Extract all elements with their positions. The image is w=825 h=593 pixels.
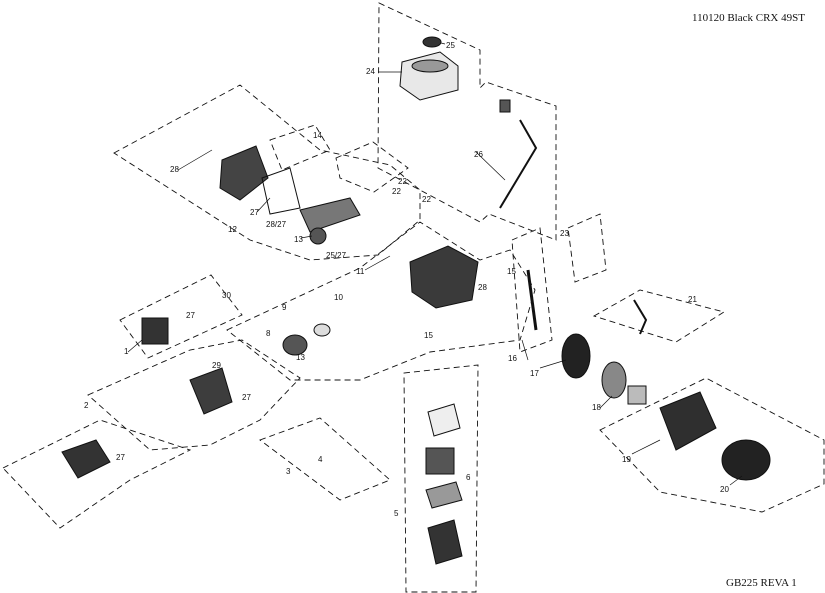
part-label-24: 24 — [366, 67, 375, 76]
group-fuel-tank-outline — [377, 2, 557, 241]
part-label-18: 18 — [592, 403, 601, 412]
part-label-28-27: 28/27 — [266, 220, 287, 229]
group-23-outline — [567, 213, 607, 283]
air-filter-base-icon — [425, 481, 463, 509]
part-label-9: 9 — [282, 303, 287, 312]
muffler-icon — [61, 439, 111, 479]
group-engine-block-outline — [226, 221, 536, 381]
doc-code: GB225 REVA 1 — [726, 577, 797, 589]
part-label-6: 6 — [466, 473, 471, 482]
air-filter-element-icon — [425, 447, 455, 475]
part-label-21: 21 — [688, 295, 697, 304]
fan-icon — [601, 361, 627, 399]
part-label-27: 27 — [186, 311, 195, 320]
fuel-valve-icon — [499, 99, 511, 113]
carburetor-icon — [189, 367, 233, 415]
governor-arm-icon — [526, 269, 538, 331]
gasket-icon — [261, 167, 301, 215]
model-title: 110120 Black CRX 49ST — [692, 12, 805, 24]
group-carburetor-outline — [87, 339, 301, 451]
fuel-pipe-icon — [499, 119, 538, 209]
throttle-lever-icon — [633, 299, 648, 335]
part-label-11: 11 — [356, 267, 365, 276]
part-label-15: 15 — [424, 331, 433, 340]
piston-pin-icon — [313, 323, 331, 337]
group-throttle-outline — [335, 141, 409, 193]
part-label-14: 14 — [313, 131, 322, 140]
group-3-4-outline — [259, 417, 391, 501]
group-governor-outline — [511, 227, 553, 353]
crankcase-cover-icon — [219, 145, 269, 201]
crankshaft-icon — [299, 197, 361, 233]
group-airfilter-outline — [403, 364, 479, 593]
part-label-30: 30 — [222, 291, 231, 300]
group-muffler-outline — [2, 419, 192, 529]
air-filter-cover-icon — [427, 403, 461, 437]
part-label-10: 10 — [334, 293, 343, 302]
part-label-28: 28 — [478, 283, 487, 292]
part-label-22: 22 — [422, 195, 431, 204]
group-14-outline — [269, 124, 331, 171]
part-label-25-27: 25/27 — [326, 251, 347, 260]
ring-gear-icon — [282, 334, 308, 356]
part-label-5: 5 — [394, 509, 399, 518]
part-label-27: 27 — [250, 208, 259, 217]
part-label-8: 8 — [266, 329, 271, 338]
part-label-3: 3 — [286, 467, 291, 476]
part-label-22: 22 — [398, 177, 407, 186]
part-label-25: 25 — [446, 41, 455, 50]
fuel-tank-icon — [399, 51, 459, 101]
group-crankcase-cover-outline — [113, 84, 421, 261]
part-label-20: 20 — [720, 485, 729, 494]
gear-icon — [309, 227, 327, 245]
starter-cup-icon — [627, 385, 647, 405]
part-label-27: 27 — [242, 393, 251, 402]
air-filter-bracket-icon — [427, 519, 463, 565]
part-label-13: 13 — [296, 353, 305, 362]
fan-housing-icon — [659, 391, 717, 451]
part-label-29: 29 — [212, 361, 221, 370]
group-piston-outline — [119, 274, 243, 359]
part-label-4: 4 — [318, 455, 323, 464]
part-label-16: 16 — [508, 354, 517, 363]
part-label-28: 28 — [170, 165, 179, 174]
fuel-cap-icon — [422, 36, 442, 48]
part-label-17: 17 — [530, 369, 539, 378]
group-recoil-outline — [592, 289, 726, 343]
part-label-23: 23 — [560, 229, 569, 238]
part-label-22: 22 — [392, 187, 401, 196]
recoil-cover-icon — [721, 439, 771, 481]
part-label-12: 12 — [228, 225, 237, 234]
part-label-26: 26 — [474, 150, 483, 159]
part-label-19: 19 — [622, 455, 631, 464]
part-label-13: 13 — [294, 235, 303, 244]
part-label-1: 1 — [124, 347, 129, 356]
flywheel-icon — [561, 333, 591, 379]
part-label-2: 2 — [84, 401, 89, 410]
part-label-27: 27 — [116, 453, 125, 462]
engine-block-icon — [409, 245, 479, 309]
part-label-15: 15 — [507, 267, 516, 276]
piston-icon — [141, 317, 169, 345]
group-fan-cover-outline — [599, 377, 825, 513]
